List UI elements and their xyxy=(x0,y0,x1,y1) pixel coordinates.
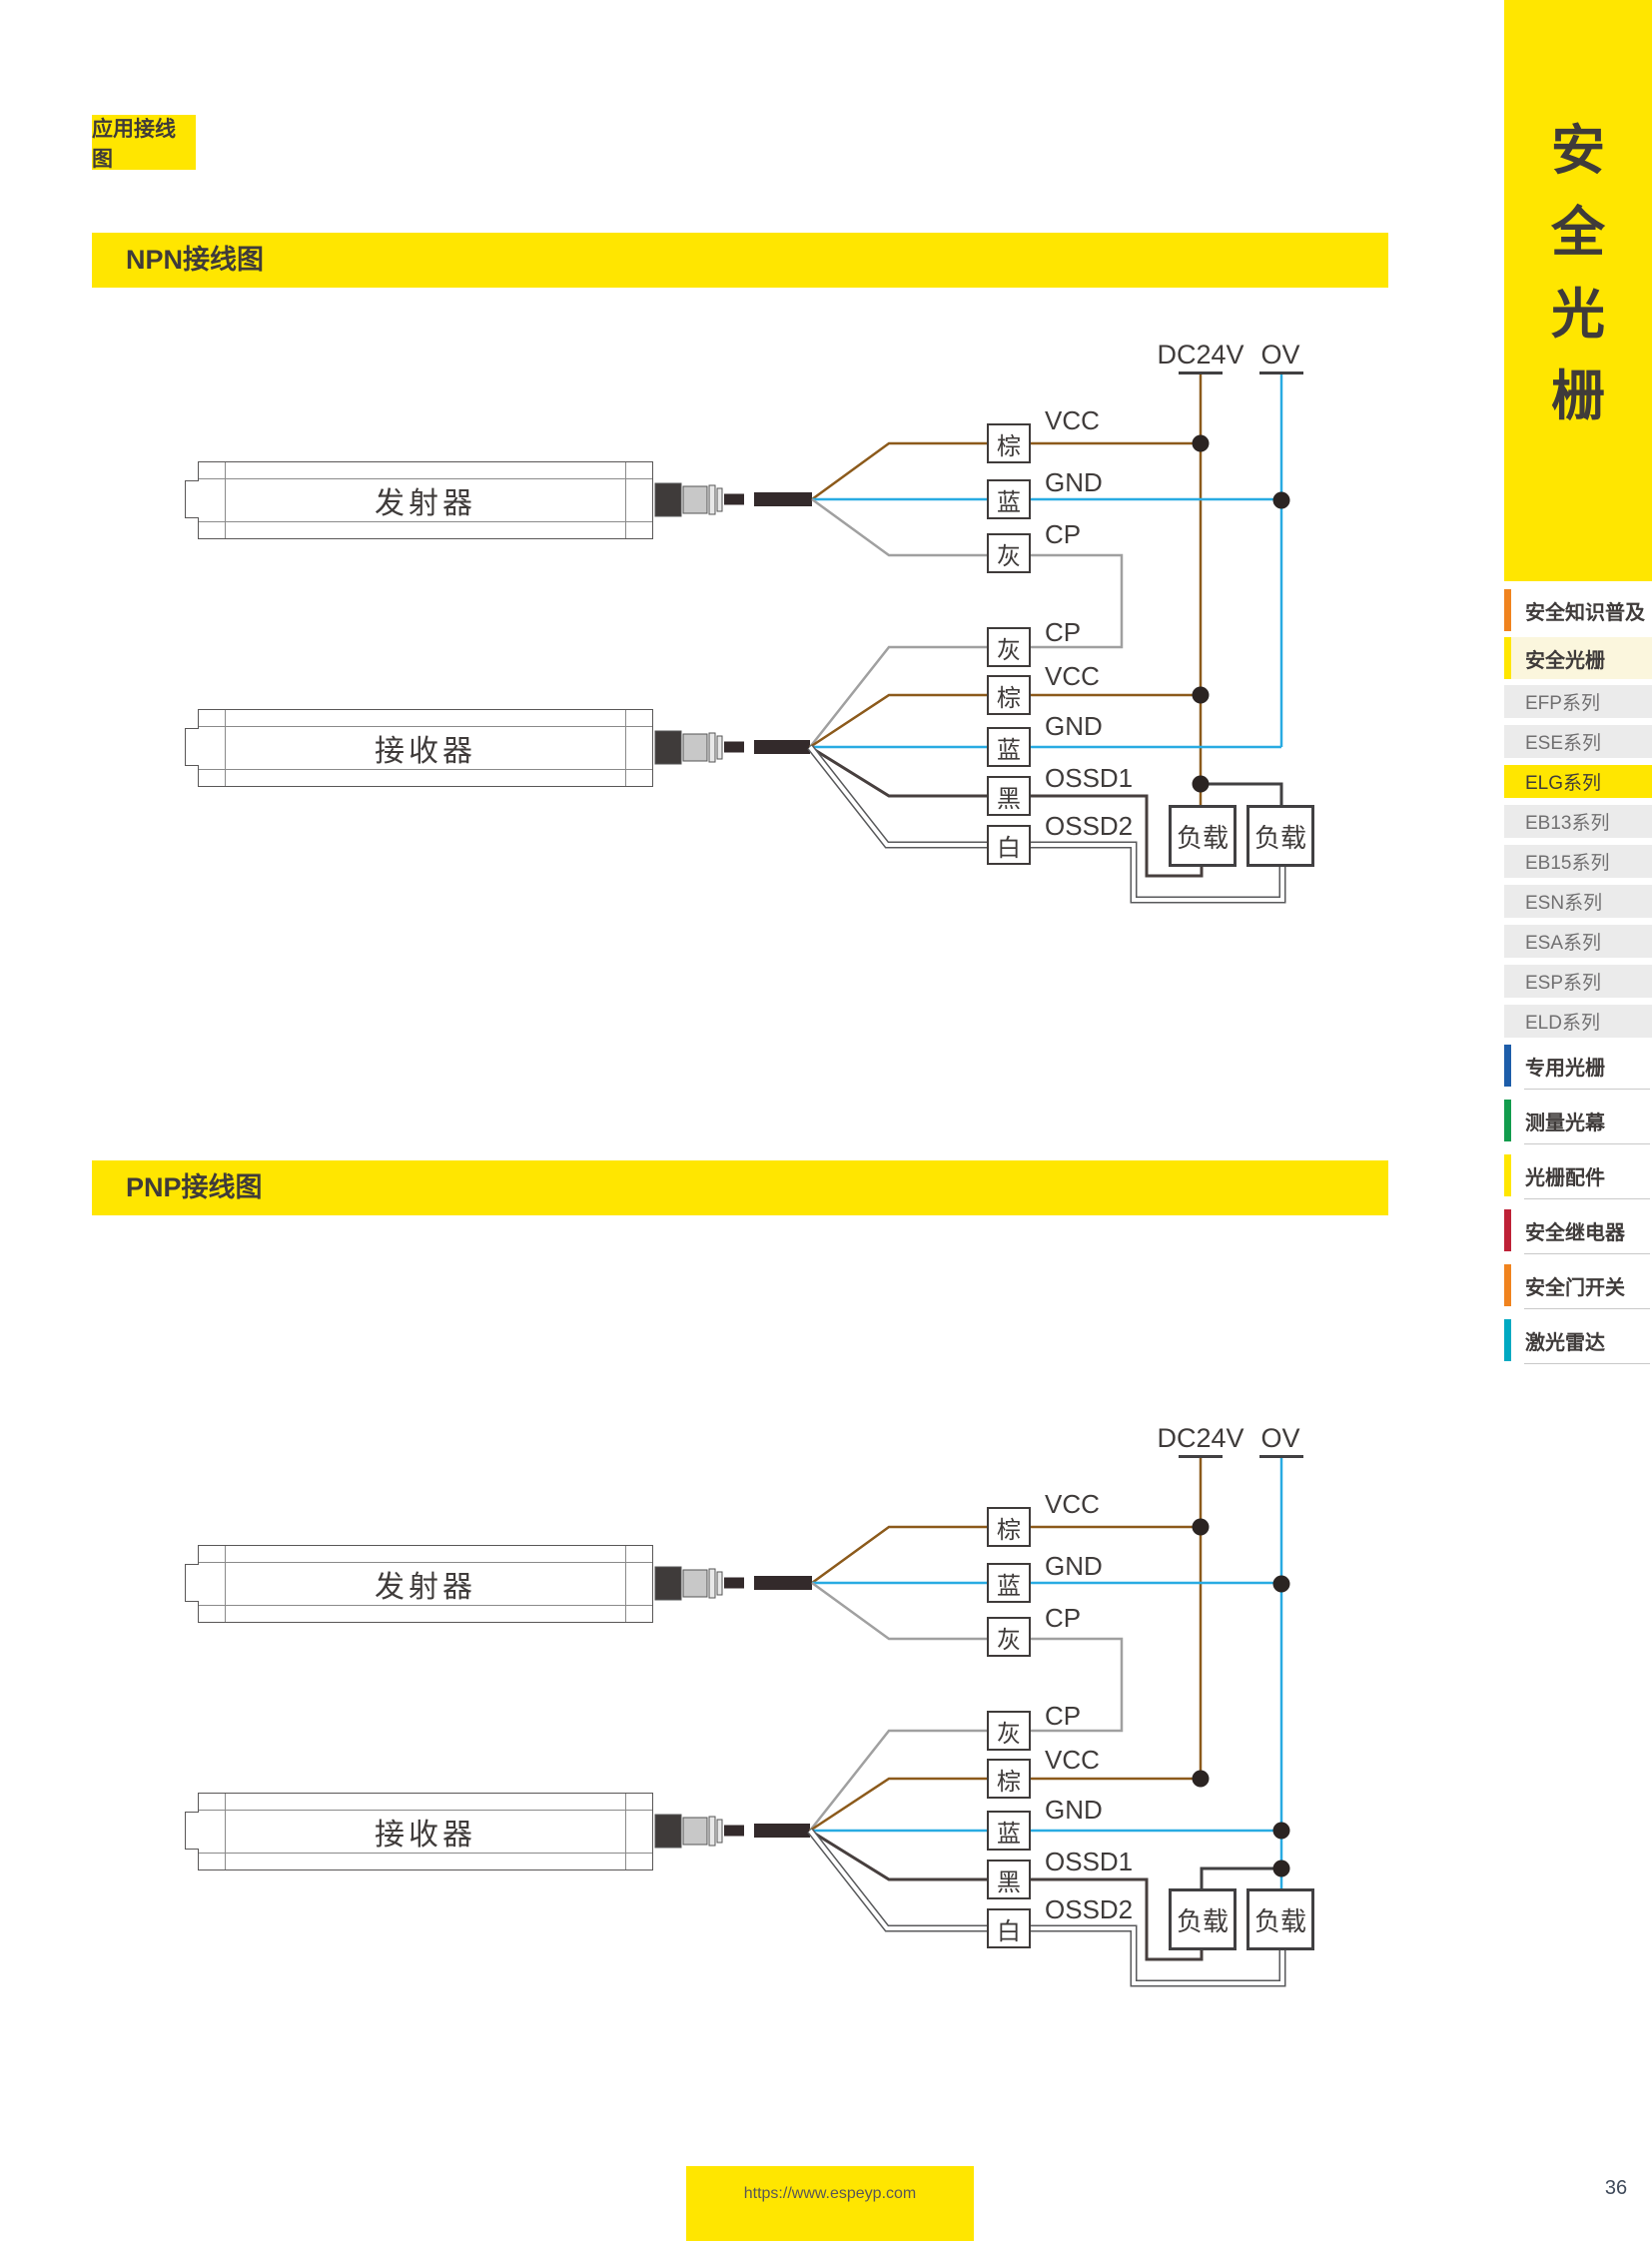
signal-cp: CP xyxy=(1045,519,1082,549)
sidebar-item-laser-radar[interactable]: 激光雷达 xyxy=(1504,1319,1652,1361)
sidebar-item-eb15-series[interactable]: EB15系列 xyxy=(1504,845,1652,878)
accent-bar xyxy=(1504,1209,1511,1251)
wire-box-white: 白 xyxy=(987,825,1031,865)
wire-box-gray: 灰 xyxy=(987,533,1031,573)
npn-wires-graphic xyxy=(654,374,1290,904)
accent-bar xyxy=(1504,1100,1511,1141)
rail-0v-label: OV xyxy=(1260,1423,1300,1453)
load-box: 负载 xyxy=(1169,805,1237,867)
wire-box-blue: 蓝 xyxy=(987,727,1031,767)
sidebar-item-efp-series[interactable]: EFP系列 xyxy=(1504,685,1652,718)
transmitter-housing: 发射器 xyxy=(185,461,653,539)
sidebar-item-special-light-curtain[interactable]: 专用光栅 xyxy=(1504,1045,1652,1087)
rail-dc24v-label: DC24V xyxy=(1157,1423,1244,1453)
wire-box-brown: 棕 xyxy=(987,675,1031,715)
signal-ossd2: OSSD2 xyxy=(1045,811,1134,841)
rail-0v-label: OV xyxy=(1260,340,1300,370)
receiver-label: 接收器 xyxy=(375,1819,476,1852)
page-title: 应用接线图 xyxy=(92,115,196,171)
wire-box-blue: 蓝 xyxy=(987,1811,1031,1851)
sidebar-item-esa-series[interactable]: ESA系列 xyxy=(1504,925,1652,958)
npn-section-banner: NPN接线图 xyxy=(92,233,1388,288)
signal-gnd: GND xyxy=(1045,467,1103,497)
signal-ossd2: OSSD2 xyxy=(1045,1894,1134,1924)
sidebar-vertical-title-char: 安 xyxy=(1551,121,1605,181)
sidebar-item-esn-series[interactable]: ESN系列 xyxy=(1504,885,1652,918)
footer-url[interactable]: https://www.espeyp.com xyxy=(743,2185,917,2202)
transmitter-label: 发射器 xyxy=(375,1571,476,1604)
sidebar-item-safety-light-curtain[interactable]: 安全光栅 xyxy=(1504,637,1652,679)
mount-tab xyxy=(185,1564,199,1602)
sidebar-vertical-title-char: 栅 xyxy=(1551,367,1605,426)
sidebar-item-eld-series[interactable]: ELD系列 xyxy=(1504,1005,1652,1038)
sidebar-item-ese-series[interactable]: ESE系列 xyxy=(1504,725,1652,758)
accent-bar xyxy=(1504,637,1511,679)
signal-cp: CP xyxy=(1045,1603,1082,1633)
wire-box-brown: 棕 xyxy=(987,1759,1031,1799)
signal-vcc: VCC xyxy=(1045,405,1100,435)
sidebar-item-elg-series-selected[interactable]: ELG系列 xyxy=(1504,765,1652,798)
pnp-wiring-diagram: 发射器 接收器 DC24V OV 棕 蓝 灰 灰 棕 蓝 黑 白 VCC GND… xyxy=(0,1084,1398,2082)
sidebar-item-measuring-light-curtain[interactable]: 测量光幕 xyxy=(1504,1100,1652,1141)
sidebar-item-safety-knowledge[interactable]: 安全知识普及 xyxy=(1504,589,1652,631)
accent-bar xyxy=(1504,1045,1511,1087)
load-box: 负载 xyxy=(1246,805,1314,867)
wire-box-brown: 棕 xyxy=(987,1507,1031,1547)
sidebar-item-light-curtain-accessories[interactable]: 光栅配件 xyxy=(1504,1154,1652,1196)
wire-box-gray: 灰 xyxy=(987,627,1031,667)
transmitter-label: 发射器 xyxy=(375,487,476,520)
mount-tab xyxy=(185,480,199,518)
rail-dc24v-label: DC24V xyxy=(1157,340,1244,370)
sidebar-category-band xyxy=(1504,0,1652,581)
mount-tab xyxy=(185,728,199,766)
pnp-wires-graphic xyxy=(654,1457,1290,1987)
signal-vcc: VCC xyxy=(1045,1745,1100,1775)
signal-ossd1: OSSD1 xyxy=(1045,1847,1134,1876)
receiver-housing: 接收器 xyxy=(185,1793,653,1870)
signal-cp: CP xyxy=(1045,617,1082,647)
wire-box-gray: 灰 xyxy=(987,1711,1031,1751)
transmitter-housing: 发射器 xyxy=(185,1545,653,1623)
receiver-housing: 接收器 xyxy=(185,709,653,787)
accent-bar xyxy=(1504,1154,1511,1196)
receiver-label: 接收器 xyxy=(375,735,476,768)
wire-box-blue: 蓝 xyxy=(987,1563,1031,1603)
footer-url-box[interactable]: https://www.espeyp.com xyxy=(686,2166,974,2241)
signal-gnd: GND xyxy=(1045,1795,1103,1825)
wire-box-black: 黑 xyxy=(987,776,1031,816)
wire-box-white: 白 xyxy=(987,1908,1031,1948)
signal-ossd1: OSSD1 xyxy=(1045,763,1134,793)
signal-vcc: VCC xyxy=(1045,661,1100,691)
load-box: 负载 xyxy=(1169,1888,1237,1950)
sidebar-item-eb13-series[interactable]: EB13系列 xyxy=(1504,805,1652,838)
sidebar-item-safety-door-switch[interactable]: 安全门开关 xyxy=(1504,1264,1652,1306)
load-box: 负载 xyxy=(1246,1888,1314,1950)
pnp-section-banner: PNP接线图 xyxy=(92,1160,1388,1215)
accent-bar xyxy=(1504,1264,1511,1306)
accent-bar xyxy=(1504,1319,1511,1361)
page-number: 36 xyxy=(1604,2177,1628,2199)
signal-gnd: GND xyxy=(1045,1551,1103,1581)
npn-wiring-diagram: 发射器 接收器 DC24V OV 棕 蓝 灰 灰 棕 蓝 黑 白 VCC GND… xyxy=(0,0,1398,999)
signal-vcc: VCC xyxy=(1045,1489,1100,1519)
wire-box-black: 黑 xyxy=(987,1860,1031,1899)
accent-bar xyxy=(1504,589,1511,631)
wire-box-brown: 棕 xyxy=(987,423,1031,463)
sidebar-item-safety-relay[interactable]: 安全继电器 xyxy=(1504,1209,1652,1251)
signal-cp: CP xyxy=(1045,1701,1082,1731)
sidebar-vertical-title-char: 全 xyxy=(1551,203,1605,263)
sidebar-vertical-title-char: 光 xyxy=(1551,285,1605,345)
mount-tab xyxy=(185,1812,199,1850)
signal-gnd: GND xyxy=(1045,711,1103,741)
wire-box-gray: 灰 xyxy=(987,1617,1031,1657)
wire-box-blue: 蓝 xyxy=(987,479,1031,519)
sidebar-item-esp-series[interactable]: ESP系列 xyxy=(1504,965,1652,998)
